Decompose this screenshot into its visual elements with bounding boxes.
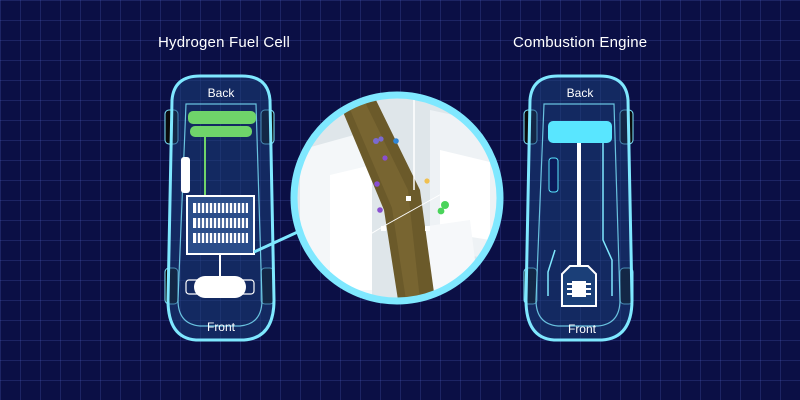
front-label: Front	[568, 322, 597, 336]
fuel-tank	[548, 157, 559, 193]
hydrogen-tank	[181, 157, 190, 193]
zoom-connector	[253, 228, 303, 254]
fuel-line	[602, 143, 613, 296]
combustion-vehicle: Back Front	[523, 74, 634, 342]
rear-axle-unit	[190, 126, 252, 137]
front-battery-unit	[194, 276, 246, 298]
front-battery-sides	[185, 279, 255, 295]
fuel-cell-zoom-lens	[290, 91, 504, 305]
hydrogen-vehicle: Back Front	[164, 74, 303, 342]
engine-icon	[567, 281, 591, 297]
front-label: Front	[207, 320, 236, 334]
rear-differential	[548, 121, 612, 143]
rear-motor-unit	[188, 111, 256, 124]
vehicle-inner-outline	[535, 103, 621, 327]
back-label: Back	[208, 86, 236, 100]
combustion-engine-title: Combustion Engine	[513, 34, 648, 51]
back-label: Back	[567, 86, 595, 100]
zoom-lens-ring	[290, 91, 504, 305]
vehicle-inner-outline	[177, 103, 263, 327]
hydrogen-fuel-cell-title: Hydrogen Fuel Cell	[158, 34, 290, 51]
